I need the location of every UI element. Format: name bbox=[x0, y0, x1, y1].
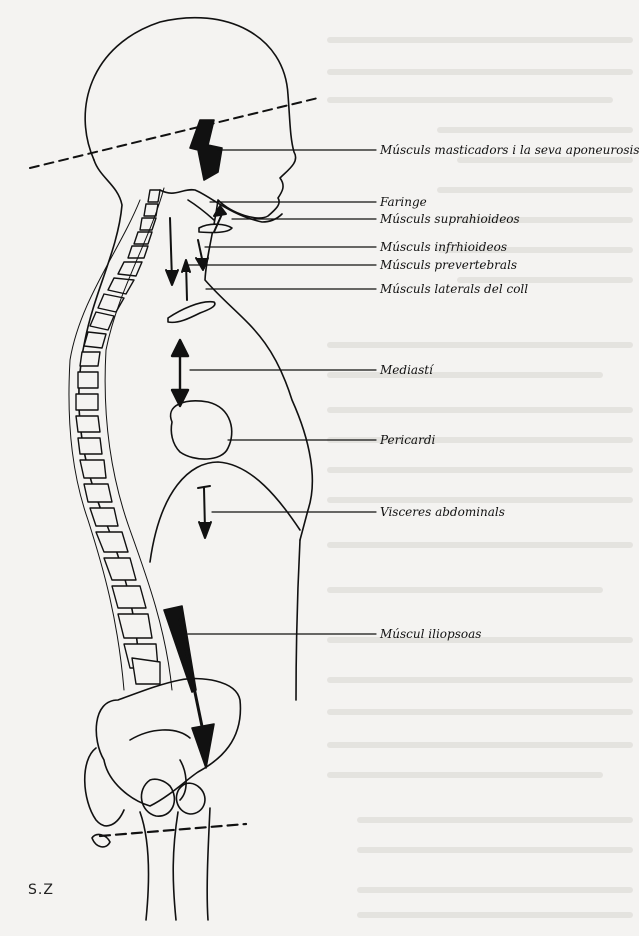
neck-arrows bbox=[166, 206, 226, 300]
label-pericardi: Pericardi bbox=[380, 433, 435, 447]
label-suprahioideos: Músculs suprahioideos bbox=[380, 212, 520, 226]
spine bbox=[76, 190, 160, 684]
masticators-arrow bbox=[190, 120, 222, 180]
label-masticadors: Músculs masticadors i la seva aponeurosi… bbox=[380, 143, 639, 157]
clavicle bbox=[168, 302, 215, 323]
pericardium bbox=[171, 401, 232, 459]
femur-shaft-right-2 bbox=[207, 808, 210, 920]
pelvis-ilium bbox=[96, 679, 240, 806]
label-laterals-coll: Músculs laterals del coll bbox=[380, 282, 528, 296]
artist-signature: S.Z bbox=[28, 882, 54, 898]
front-torso-outline bbox=[296, 540, 300, 700]
femur-shaft-left bbox=[140, 812, 148, 920]
leader-lines bbox=[188, 150, 376, 634]
label-visceres: Visceres abdominals bbox=[380, 505, 505, 519]
femur-head-left bbox=[141, 779, 174, 816]
head-plane-dashed bbox=[30, 98, 318, 168]
label-iliopsoas: Múscul iliopsoas bbox=[380, 627, 481, 641]
pelvis-plane-dashed bbox=[100, 824, 246, 836]
iliopsoas-arrowhead bbox=[192, 724, 214, 768]
femur-shaft-right bbox=[173, 812, 178, 920]
label-mediasti: Mediastí bbox=[380, 363, 433, 377]
visceres-arrow bbox=[198, 486, 211, 538]
pharynx-curve bbox=[188, 200, 214, 220]
label-prevertebrals: Músculs prevertebrals bbox=[380, 258, 517, 272]
mediastinum-arrow bbox=[172, 340, 188, 406]
pelvis-inner bbox=[130, 730, 190, 740]
ischium-right bbox=[180, 760, 186, 800]
label-faringe: Faringe bbox=[380, 195, 427, 209]
label-infrhioideos: Músculs infrhioideos bbox=[380, 240, 507, 254]
